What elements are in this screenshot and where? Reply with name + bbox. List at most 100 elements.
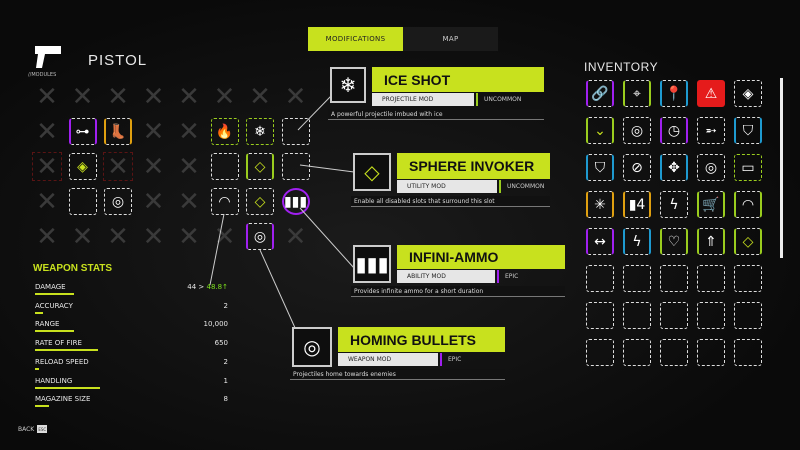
inventory-empty-slot[interactable] (660, 339, 688, 366)
inventory-item[interactable]: 🛒 (697, 191, 725, 218)
inventory-empty-slot[interactable] (586, 265, 614, 292)
stat-current: 650 (214, 339, 228, 348)
mod-slot[interactable]: ◠ (210, 188, 239, 215)
inventory-empty-slot[interactable] (623, 339, 651, 366)
inventory-item[interactable]: 🔗 (586, 80, 614, 107)
fire-icon: 🔥 (215, 123, 234, 140)
dash-icon: ➵ (705, 122, 717, 139)
mod-slot[interactable]: ◎ (246, 223, 274, 250)
inventory-empty-slot[interactable] (734, 265, 762, 292)
mod-slot[interactable]: ◎ (104, 188, 132, 215)
empty-slot[interactable] (281, 118, 310, 145)
mod-slot[interactable]: 👢 (104, 118, 132, 145)
arrow-up-icon: ↑ (222, 283, 228, 291)
inventory-item[interactable]: ⌖ (623, 80, 651, 107)
inventory-scrollbar[interactable] (780, 78, 783, 258)
tooltip-rarity: EPIC (497, 270, 518, 283)
ammo-icon: ▮▮▮ (355, 252, 389, 276)
locked-slot: ✕ (175, 188, 203, 215)
locked-x-icon: ✕ (178, 81, 200, 112)
locked-x-icon: ✕ (36, 116, 58, 147)
stat-value: 1 (224, 377, 228, 385)
inventory-item[interactable]: ◎ (623, 117, 651, 144)
tab-bar: MODIFICATIONS MAP (308, 27, 498, 51)
inventory-empty-slot[interactable] (697, 339, 725, 366)
tooltip-title: INFINI-AMMO (397, 245, 565, 269)
burst-icon: ✳ (594, 196, 606, 213)
locked-slot: ✕ (33, 223, 61, 250)
tab-modifications[interactable]: MODIFICATIONS (308, 27, 403, 51)
inventory-empty-slot[interactable] (586, 339, 614, 366)
inventory-empty-slot[interactable] (623, 265, 651, 292)
inventory-item[interactable]: ◇ (734, 228, 762, 255)
tooltip-icon-box: ❄ (330, 67, 366, 103)
connector-sphere-invoker (299, 164, 355, 173)
tooltip-description: A powerful projectile imbued with ice (328, 109, 544, 120)
locked-x-icon: ✕ (107, 151, 129, 182)
inventory-item[interactable]: ◈ (734, 80, 762, 107)
inventory-item[interactable]: 📍 (660, 80, 688, 107)
mod-slot[interactable]: ▮▮▮ (281, 188, 310, 215)
mod-slot[interactable]: 🔥 (210, 118, 239, 145)
sphere-invoker-icon: ◇ (254, 158, 266, 175)
inventory-item[interactable]: ✥ (660, 154, 688, 181)
connector-homing-bullets (259, 249, 297, 331)
snowflake-icon: ❄ (254, 123, 266, 140)
gauge-icon: ◠ (218, 193, 231, 210)
stat-bar (35, 349, 98, 352)
inventory-item[interactable]: ⚠ (697, 80, 725, 107)
inventory-empty-slot[interactable] (586, 302, 614, 329)
inventory-empty-slot[interactable] (660, 302, 688, 329)
inventory-item[interactable]: ♡ (660, 228, 688, 255)
inventory-item[interactable]: ⛉ (586, 154, 614, 181)
alert-key-icon: ⚠ (704, 85, 718, 102)
inventory-item[interactable]: ↔ (586, 228, 614, 255)
inventory-item[interactable]: ⌄ (586, 117, 614, 144)
mod-slot[interactable]: ◇ (246, 153, 274, 180)
target-icon: ◎ (253, 228, 267, 245)
inventory-item[interactable]: ◎ (697, 154, 725, 181)
diamond-module-icon: ◇ (254, 193, 266, 210)
mod-slot[interactable]: ◈ (68, 153, 97, 180)
inventory-item[interactable]: ϟ (660, 191, 688, 218)
inventory-item[interactable]: ⛉ (734, 117, 762, 144)
empty-slot[interactable] (210, 153, 239, 180)
stat-row-reload-speed: RELOAD SPEED 2 (35, 358, 228, 376)
inventory-item[interactable]: ϟ (623, 228, 651, 255)
mod-slot[interactable]: ◇ (246, 188, 274, 215)
locked-slot: ✕ (140, 83, 168, 110)
inventory-item[interactable]: ▮4 (623, 191, 651, 218)
stat-label: RATE OF FIRE (35, 339, 82, 348)
inventory-item[interactable]: ◷ (660, 117, 688, 144)
inventory-item[interactable]: ▭ (734, 154, 762, 181)
locked-slot: ✕ (140, 153, 168, 180)
inventory-empty-slot[interactable] (734, 339, 762, 366)
tab-map[interactable]: MAP (403, 27, 498, 51)
stat-current: 2 (223, 357, 228, 366)
tooltip-icon-box: ◎ (292, 327, 332, 367)
tooltip-title: HOMING BULLETS (338, 327, 505, 352)
inventory-empty-slot[interactable] (734, 302, 762, 329)
inventory-item[interactable]: ◠ (734, 191, 762, 218)
tooltip-title: SPHERE INVOKER (397, 153, 550, 179)
mod-slot[interactable]: ❄ (246, 118, 274, 145)
back-button[interactable]: BACK ESC (18, 425, 48, 433)
stat-label: RELOAD SPEED (35, 357, 89, 366)
shield-bolt-icon: ⛉ (594, 159, 606, 176)
inventory-empty-slot[interactable] (697, 265, 725, 292)
inventory-item[interactable]: ⊘ (623, 154, 651, 181)
inventory-item[interactable]: ➵ (697, 117, 725, 144)
timer-lock-icon: ◷ (667, 122, 681, 139)
target-icon: ◎ (303, 335, 321, 359)
inventory-item[interactable]: ✳ (586, 191, 614, 218)
inventory-item[interactable]: ⇑ (697, 228, 725, 255)
empty-slot[interactable] (68, 188, 97, 215)
mod-slot[interactable]: ⊶ (68, 118, 97, 145)
inventory-empty-slot[interactable] (697, 302, 725, 329)
inventory-empty-slot[interactable] (660, 265, 688, 292)
inventory-empty-slot[interactable] (623, 302, 651, 329)
locked-x-icon: ✕ (284, 221, 307, 252)
